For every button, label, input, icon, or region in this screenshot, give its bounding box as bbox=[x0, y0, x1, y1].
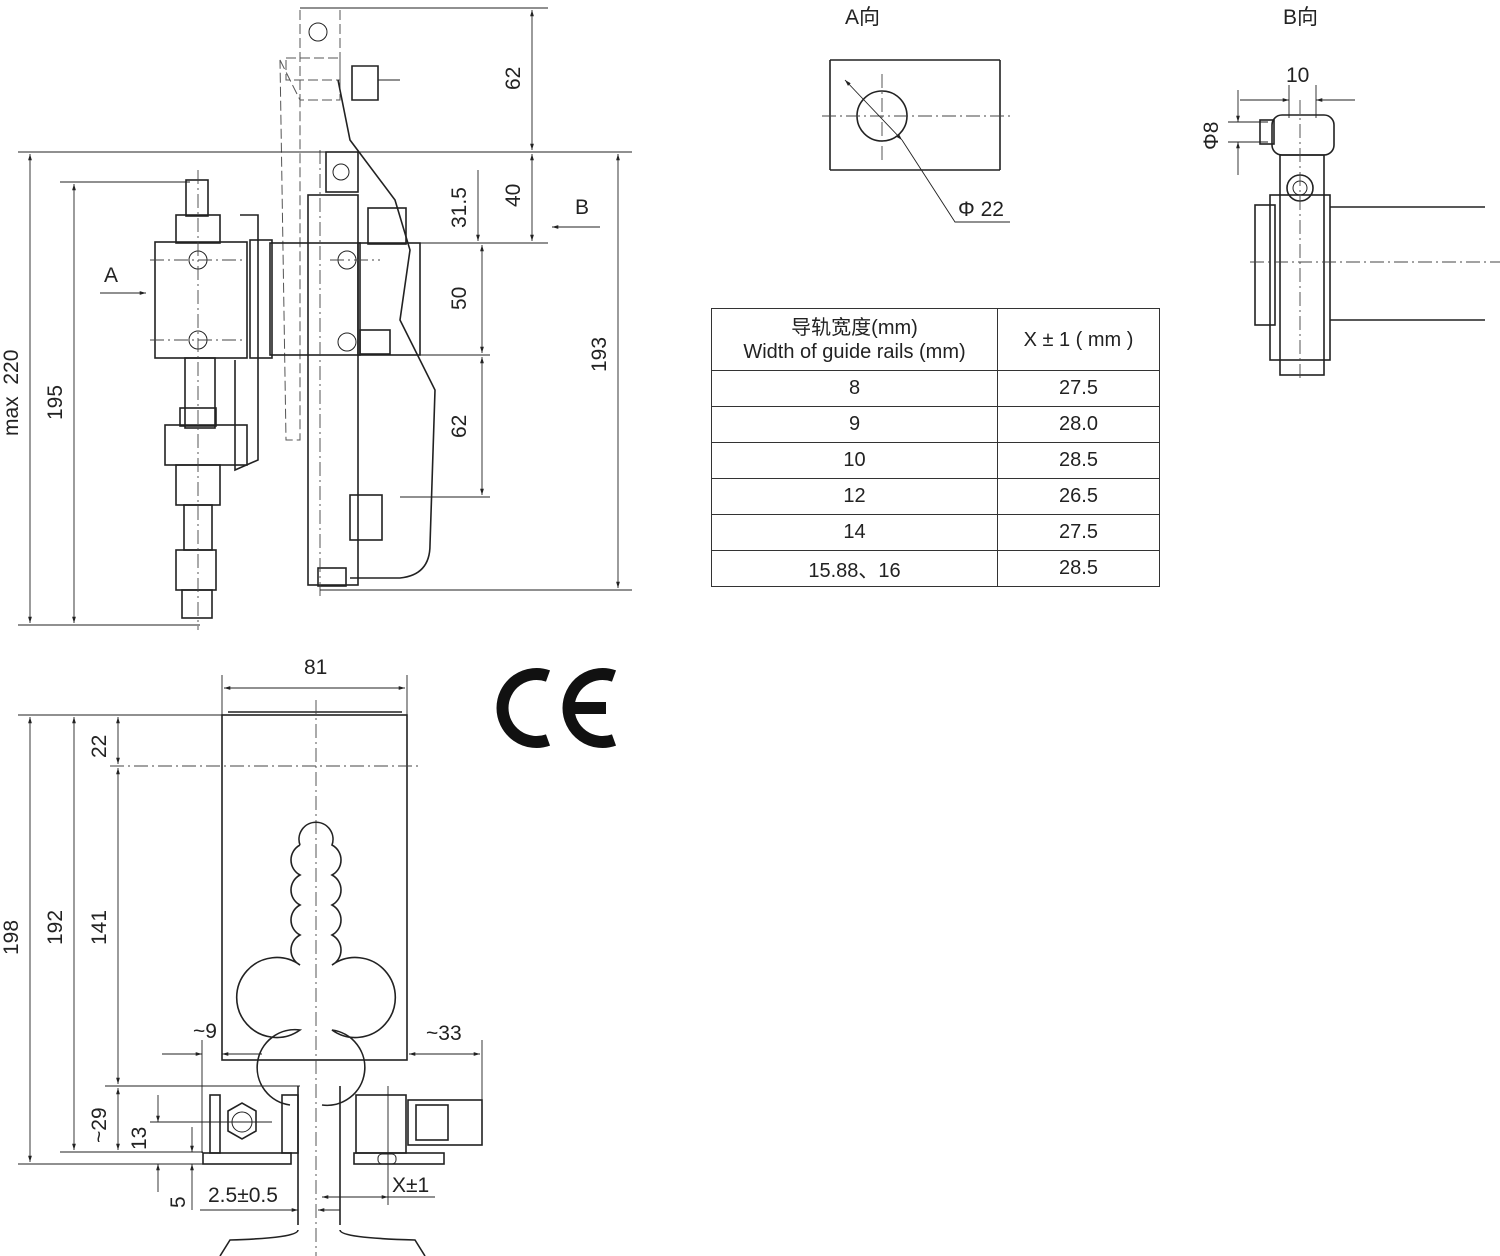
cell-width: 10 bbox=[711, 442, 998, 479]
dim-195: 195 bbox=[44, 385, 67, 420]
dim-62: 62 bbox=[448, 415, 471, 438]
ce-mark-logo bbox=[496, 668, 617, 748]
dim-max-220: max 220 bbox=[0, 350, 23, 436]
front-view: 81 22 1 bbox=[0, 656, 483, 1256]
guide-rail-table: 导轨宽度(mm) Width of guide rails (mm) X ± 1… bbox=[711, 308, 1160, 587]
dim-81: 81 bbox=[304, 656, 327, 679]
view-a: A向 Φ 22 bbox=[822, 6, 1012, 223]
table-header-row: 导轨宽度(mm) Width of guide rails (mm) X ± 1… bbox=[711, 308, 1160, 371]
cell-x: 27.5 bbox=[997, 370, 1160, 407]
dim-22: 22 bbox=[88, 735, 111, 758]
dim-198: 198 bbox=[0, 920, 23, 955]
cell-width: 14 bbox=[711, 514, 998, 551]
dim-40: 40 bbox=[502, 184, 525, 207]
view-a-label: A向 bbox=[845, 6, 880, 29]
table-header-x: X ± 1 ( mm ) bbox=[997, 308, 1160, 371]
cell-x: 28.5 bbox=[997, 442, 1160, 479]
dim-9: ~9 bbox=[193, 1020, 217, 1043]
dim-x: X±1 bbox=[392, 1174, 429, 1197]
view-b-width: 10 bbox=[1286, 64, 1309, 87]
dim-13: 13 bbox=[128, 1127, 151, 1150]
cell-width: 9 bbox=[711, 406, 998, 443]
dim-top-62: 62 bbox=[502, 67, 525, 90]
dim-gap: 2.5±0.5 bbox=[208, 1184, 278, 1207]
view-b-label: B向 bbox=[1283, 6, 1318, 29]
cell-x: 26.5 bbox=[997, 478, 1160, 515]
table-header-width: 导轨宽度(mm) Width of guide rails (mm) bbox=[711, 308, 998, 371]
dim-5: 5 bbox=[167, 1196, 190, 1208]
dim-141: 141 bbox=[88, 910, 111, 945]
cell-x: 28.5 bbox=[997, 550, 1160, 587]
cell-width: 15.88、16 bbox=[711, 550, 998, 587]
cell-width: 8 bbox=[711, 370, 998, 407]
cell-x: 27.5 bbox=[997, 514, 1160, 551]
view-a-diameter: Φ 22 bbox=[958, 198, 1004, 221]
side-view: 62 40 31.5 50 62 193 195 max 220 A B bbox=[0, 7, 632, 630]
cell-x: 28.0 bbox=[997, 406, 1160, 443]
arrow-a-label: A bbox=[104, 264, 118, 287]
dim-50: 50 bbox=[448, 287, 471, 310]
dim-192: 192 bbox=[44, 910, 67, 945]
dim-193: 193 bbox=[588, 337, 611, 372]
header-width-en: Width of guide rails (mm) bbox=[743, 340, 966, 363]
dim-33: ~33 bbox=[426, 1022, 462, 1045]
cell-width: 12 bbox=[711, 478, 998, 515]
view-b: B向 10 Φ8 bbox=[1200, 6, 1500, 380]
dim-29: ~29 bbox=[88, 1107, 111, 1143]
dim-31-5: 31.5 bbox=[448, 187, 471, 228]
arrow-b-label: B bbox=[575, 196, 589, 219]
view-b-diameter: Φ8 bbox=[1200, 122, 1223, 150]
header-width-cn: 导轨宽度(mm) bbox=[791, 316, 918, 339]
